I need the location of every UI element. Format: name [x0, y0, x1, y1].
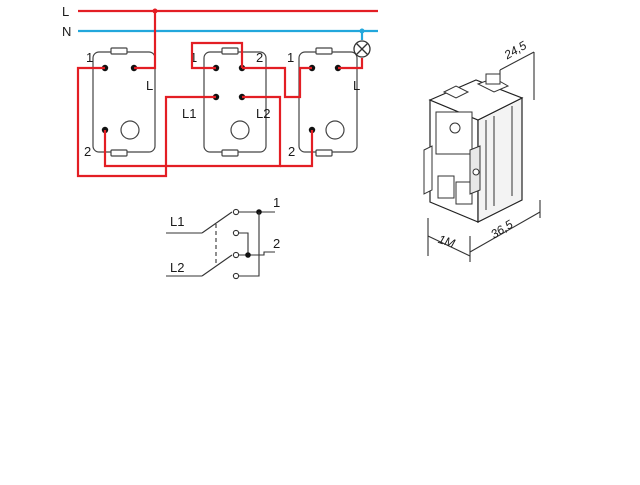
- terminal-L-label: L: [146, 78, 153, 93]
- height-dimension: 36,5: [488, 217, 516, 241]
- terminal-1-label: 1: [287, 50, 294, 65]
- terminal-L-label: L: [353, 78, 360, 93]
- terminal-1-label: 1: [190, 50, 197, 65]
- live-wiring: [76, 11, 364, 178]
- lamp-icon: [353, 31, 371, 58]
- supply-lines: L N: [62, 4, 378, 39]
- schematic-in1-label: L1: [170, 214, 184, 229]
- switch-module-right: 1 L: [287, 47, 360, 157]
- intermediate-switch-schematic: L1 L2 1 2: [166, 195, 280, 280]
- terminal-L2-label: L2: [256, 106, 270, 121]
- depth-dimension: 24,5: [501, 38, 529, 62]
- switch-module-left: 1 L 2: [84, 47, 156, 159]
- terminal-2b-label: 2: [288, 144, 295, 159]
- schematic-out2-label: 2: [273, 236, 280, 251]
- neutral-line-label: N: [62, 24, 71, 39]
- schematic-out1-label: 1: [273, 195, 280, 210]
- switch-module-middle: 1 2 L1 L2 2: [182, 47, 295, 159]
- terminal-L1-label: L1: [182, 106, 196, 121]
- terminal-2a-label: 2: [256, 50, 263, 65]
- live-line-label: L: [62, 4, 69, 19]
- module-3d-drawing: 24,5 1M 36,5: [423, 38, 541, 262]
- module-dimension: 1M: [436, 232, 456, 250]
- terminal-1-label: 1: [86, 50, 93, 65]
- schematic-in2-label: L2: [170, 260, 184, 275]
- terminal-2-label: 2: [84, 144, 91, 159]
